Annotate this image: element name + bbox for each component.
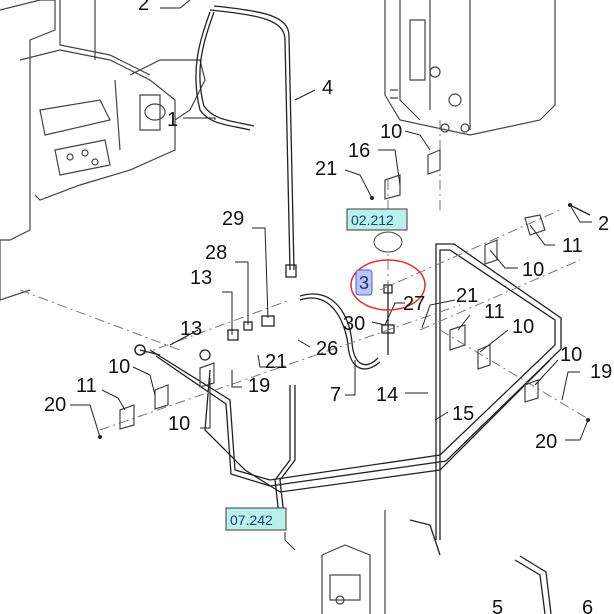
callout-6[interactable]: 6 xyxy=(582,597,593,614)
left-frame-structure xyxy=(0,0,206,351)
callout-28[interactable]: 28 xyxy=(205,242,227,264)
reference-label: 07.242 xyxy=(230,512,273,528)
callout-10[interactable]: 10 xyxy=(560,344,582,366)
callout-11[interactable]: 11 xyxy=(76,375,97,397)
right-frame-structure xyxy=(384,0,556,210)
callout-1[interactable]: 1 xyxy=(167,109,178,131)
bottom-frame-structure xyxy=(321,510,386,614)
callout-11[interactable]: 11 xyxy=(484,301,505,323)
hose-lines xyxy=(99,5,591,614)
callout-2[interactable]: 2 xyxy=(598,213,609,235)
callout-15[interactable]: 15 xyxy=(452,403,474,425)
reference-label: 02.212 xyxy=(351,212,394,228)
callout-10[interactable]: 10 xyxy=(522,259,544,281)
highlight-circle xyxy=(350,259,426,311)
callout-21[interactable]: 21 xyxy=(456,285,478,307)
callout-21[interactable]: 21 xyxy=(315,158,337,180)
callout-14[interactable]: 14 xyxy=(376,384,398,406)
highlighted-callout-3[interactable]: 3 xyxy=(355,269,373,296)
callout-10[interactable]: 10 xyxy=(168,413,190,435)
callout-16[interactable]: 16 xyxy=(348,140,370,162)
callout-27[interactable]: 27 xyxy=(403,293,425,315)
callout-13[interactable]: 13 xyxy=(190,267,212,289)
reference-box-top[interactable]: 02.212 xyxy=(346,208,408,231)
callout-5[interactable]: 5 xyxy=(492,597,503,614)
leader-lines xyxy=(70,0,592,551)
callout-26[interactable]: 26 xyxy=(316,338,338,360)
callout-10[interactable]: 10 xyxy=(108,356,130,378)
callout-30[interactable]: 30 xyxy=(343,313,365,335)
callout-19[interactable]: 19 xyxy=(248,375,270,397)
callout-2[interactable]: 2 xyxy=(138,0,149,15)
callout-19[interactable]: 19 xyxy=(590,361,612,383)
callout-20[interactable]: 20 xyxy=(535,431,557,453)
callout-7[interactable]: 7 xyxy=(330,384,341,406)
clip-brackets xyxy=(119,149,546,430)
callout-3-label: 3 xyxy=(359,273,369,293)
callout-labels: 2 1 4 10 21 16 2 11 10 29 28 13 27 21 11… xyxy=(44,0,612,614)
callout-11[interactable]: 11 xyxy=(562,235,583,257)
callout-20[interactable]: 20 xyxy=(44,394,66,416)
callout-10[interactable]: 10 xyxy=(512,316,534,338)
callout-4[interactable]: 4 xyxy=(322,77,333,99)
callout-21[interactable]: 21 xyxy=(265,351,287,373)
fitting-cap xyxy=(373,231,403,253)
reference-box-bottom[interactable]: 07.242 xyxy=(225,507,287,531)
callout-10[interactable]: 10 xyxy=(380,121,402,143)
callout-13[interactable]: 13 xyxy=(180,318,202,340)
callout-29[interactable]: 29 xyxy=(222,208,244,230)
